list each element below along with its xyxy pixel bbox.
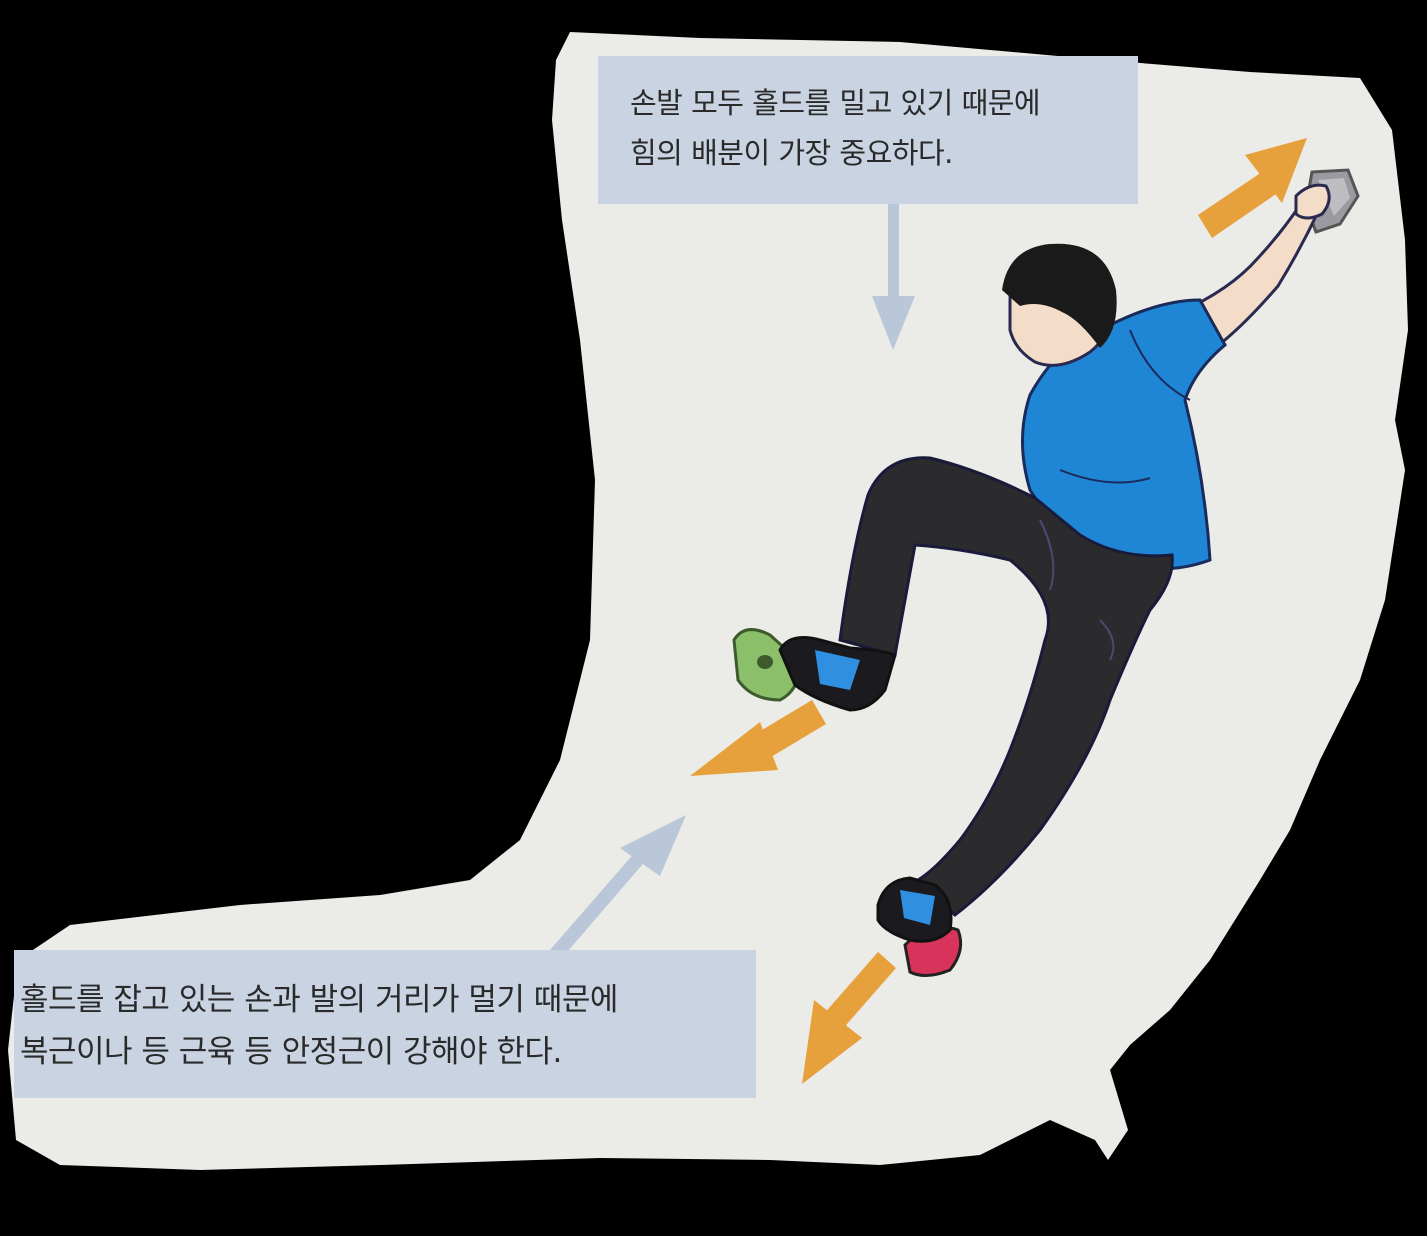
climber-pants: [838, 456, 1174, 917]
force-arrow-down-left: [802, 952, 896, 1084]
caption-box-bottom: 홀드를 잡고 있는 손과 발의 거리가 멀기 때문에 복근이나 등 근육 등 안…: [14, 950, 756, 1098]
force-arrow-left: [690, 700, 826, 776]
climber-hair: [1002, 243, 1117, 348]
caption-box-top: 손발 모두 홀드를 밀고 있기 때문에 힘의 배분이 가장 중요하다.: [598, 56, 1138, 204]
force-arrow-up-right: [1198, 138, 1307, 238]
caption-bottom-line-2: 복근이나 등 근육 등 안정근이 강해야 한다.: [20, 1034, 562, 1070]
caption-top-line-1: 손발 모두 홀드를 밀고 있기 때문에: [630, 86, 1041, 120]
pointer-arrow-top: [872, 204, 915, 350]
pointer-arrow-bottom: [543, 815, 686, 966]
climber-figure: [778, 183, 1331, 943]
caption-bottom-line-1: 홀드를 잡고 있는 손과 발의 거리가 멀기 때문에: [20, 982, 618, 1018]
caption-top-line-2: 힘의 배분이 가장 중요하다.: [630, 136, 953, 170]
